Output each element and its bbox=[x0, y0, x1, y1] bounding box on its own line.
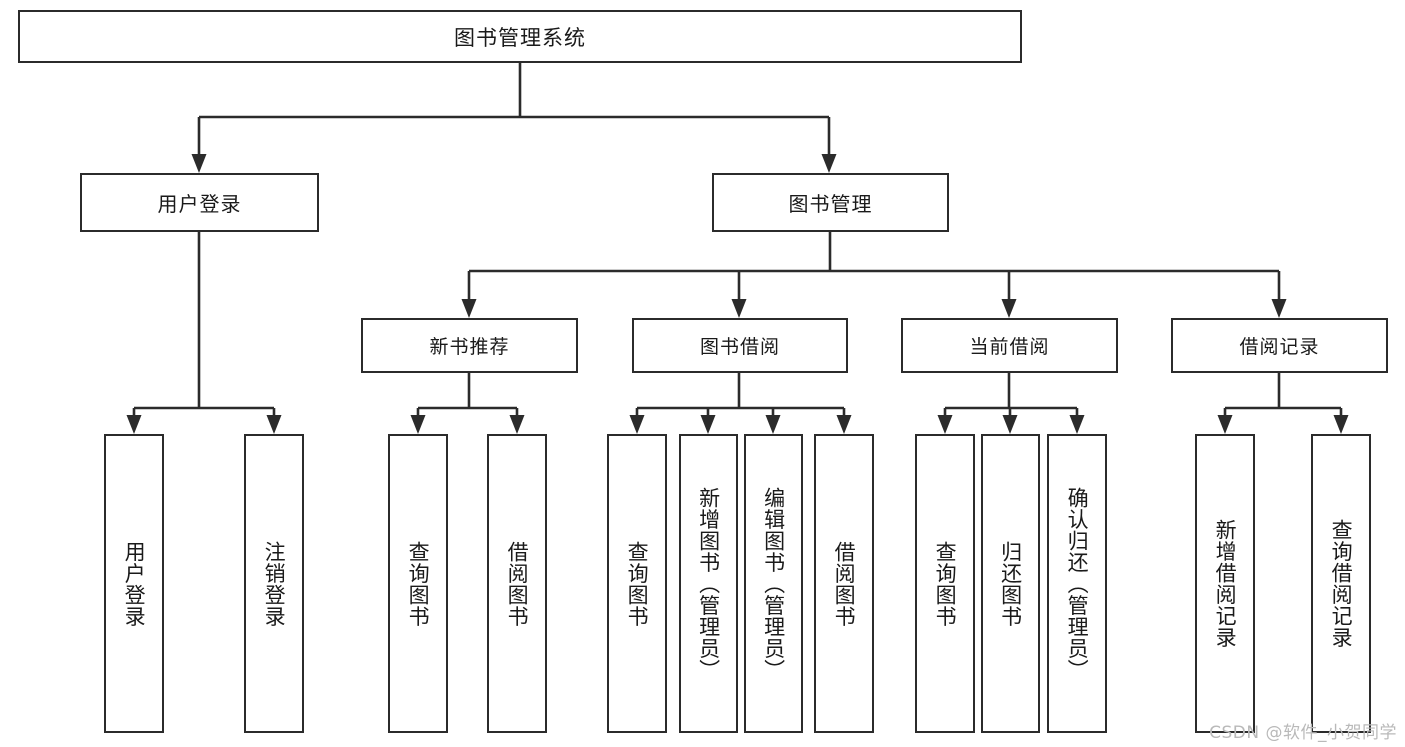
node-leaf-11[interactable]: 新增借阅记录 bbox=[1195, 434, 1255, 733]
node-root-system-label: 图书管理系统 bbox=[454, 25, 586, 50]
edge-group-3-to-leaf-0-head bbox=[937, 415, 953, 434]
edge-group-3-to-leaf-1-head bbox=[1002, 415, 1018, 434]
node-submodule-2-label: 当前借阅 bbox=[969, 336, 1050, 358]
node-module-0-label: 用户登录 bbox=[157, 192, 242, 216]
node-leaf-10-label: 确认归还（管理员） bbox=[1065, 486, 1090, 681]
node-leaf-2-label: 查询图书 bbox=[406, 540, 431, 627]
node-leaf-3[interactable]: 借阅图书 bbox=[487, 434, 547, 733]
node-leaf-9-label: 归还图书 bbox=[998, 540, 1023, 627]
edge-group-2-to-leaf-3-head bbox=[836, 415, 852, 434]
edge-group-0-to-leaf-0-head bbox=[126, 415, 142, 434]
node-module-1-label: 图书管理 bbox=[788, 192, 873, 216]
node-leaf-8[interactable]: 查询图书 bbox=[915, 434, 975, 733]
edge-root-to-module-0-head bbox=[191, 154, 207, 173]
edge-group-3-to-leaf-2-head bbox=[1069, 415, 1085, 434]
node-leaf-10[interactable]: 确认归还（管理员） bbox=[1047, 434, 1107, 733]
node-module-0[interactable]: 用户登录 bbox=[80, 173, 319, 232]
node-leaf-1[interactable]: 注销登录 bbox=[244, 434, 304, 733]
node-leaf-12-label: 查询借阅记录 bbox=[1329, 519, 1354, 648]
node-submodule-1-label: 图书借阅 bbox=[699, 336, 780, 358]
node-leaf-8-label: 查询图书 bbox=[933, 540, 958, 627]
edge-group-2-to-leaf-2-head bbox=[765, 415, 781, 434]
node-leaf-7[interactable]: 借阅图书 bbox=[814, 434, 874, 733]
node-leaf-6-label: 编辑图书（管理员） bbox=[761, 486, 786, 681]
node-leaf-2[interactable]: 查询图书 bbox=[388, 434, 448, 733]
node-leaf-5-label: 新增图书（管理员） bbox=[696, 486, 721, 681]
edge-root-to-module-1-head bbox=[821, 154, 837, 173]
node-submodule-1[interactable]: 图书借阅 bbox=[632, 318, 848, 373]
node-leaf-1-label: 注销登录 bbox=[262, 540, 287, 627]
edge-group-1-to-leaf-1-head bbox=[509, 415, 525, 434]
node-module-1[interactable]: 图书管理 bbox=[712, 173, 949, 232]
node-leaf-4-label: 查询图书 bbox=[625, 540, 650, 627]
edge-group-2-to-leaf-0-head bbox=[629, 415, 645, 434]
node-submodule-0[interactable]: 新书推荐 bbox=[361, 318, 578, 373]
node-leaf-9[interactable]: 归还图书 bbox=[981, 434, 1040, 733]
watermark-text: CSDN @软件_小贺同学 bbox=[1209, 723, 1397, 743]
edge-group-2-to-leaf-1-head bbox=[700, 415, 716, 434]
edge-mgmt-to-sub-3-head bbox=[1271, 299, 1287, 318]
node-leaf-4[interactable]: 查询图书 bbox=[607, 434, 667, 733]
node-leaf-11-label: 新增借阅记录 bbox=[1213, 519, 1238, 648]
edge-mgmt-to-sub-1-head bbox=[731, 299, 747, 318]
edge-group-4-to-leaf-1-head bbox=[1333, 415, 1349, 434]
node-submodule-0-label: 新书推荐 bbox=[429, 336, 510, 358]
node-leaf-3-label: 借阅图书 bbox=[505, 540, 530, 627]
node-root-system[interactable]: 图书管理系统 bbox=[18, 10, 1022, 63]
node-submodule-3[interactable]: 借阅记录 bbox=[1171, 318, 1388, 373]
edge-group-4-to-leaf-0-head bbox=[1217, 415, 1233, 434]
node-leaf-0[interactable]: 用户登录 bbox=[104, 434, 164, 733]
node-submodule-3-label: 借阅记录 bbox=[1239, 336, 1320, 358]
node-leaf-0-label: 用户登录 bbox=[122, 540, 147, 627]
node-leaf-12[interactable]: 查询借阅记录 bbox=[1311, 434, 1371, 733]
node-leaf-7-label: 借阅图书 bbox=[832, 540, 857, 627]
edge-group-0-to-leaf-1-head bbox=[266, 415, 282, 434]
node-leaf-6[interactable]: 编辑图书（管理员） bbox=[744, 434, 803, 733]
edge-mgmt-to-sub-2-head bbox=[1001, 299, 1017, 318]
edge-group-1-to-leaf-0-head bbox=[410, 415, 426, 434]
node-submodule-2[interactable]: 当前借阅 bbox=[901, 318, 1118, 373]
node-leaf-5[interactable]: 新增图书（管理员） bbox=[679, 434, 738, 733]
edge-mgmt-to-sub-0-head bbox=[461, 299, 477, 318]
